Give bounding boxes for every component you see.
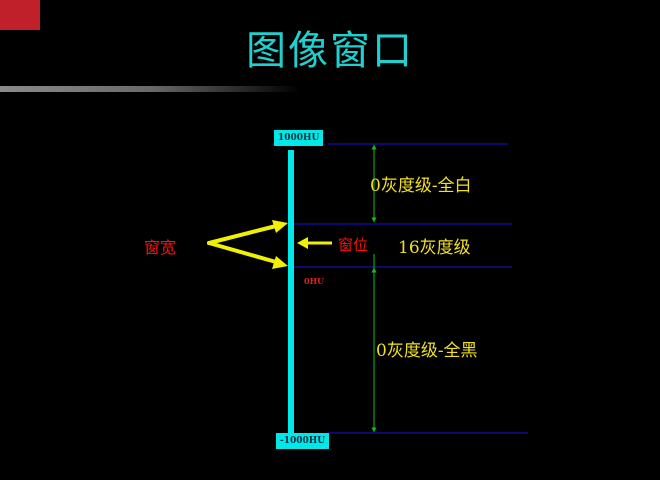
upper-region-label: 0灰度级-全白 — [370, 176, 472, 196]
window-width-arrowhead-lower — [272, 256, 288, 269]
window-width-label: 窗宽 — [144, 238, 177, 257]
window-level-arrowhead — [297, 237, 308, 249]
zero-hu-label: 0HU — [304, 276, 325, 286]
top-hu-label: 1000HU — [274, 130, 324, 146]
corner-accent-block — [0, 0, 40, 30]
window-width-arrow-upper — [207, 224, 278, 245]
hu-scale-bar — [288, 150, 294, 433]
title-divider — [0, 86, 300, 92]
window-width-arrowhead-upper — [272, 220, 288, 233]
page-title: 图像窗口 — [246, 28, 414, 74]
window-level-label: 窗位 — [338, 236, 369, 254]
middle-region-label: 16灰度级 — [398, 238, 471, 258]
window-width-arrow-lower — [207, 241, 278, 264]
bottom-hu-label: -1000HU — [276, 433, 330, 449]
lower-region-label: 0灰度级-全黑 — [376, 341, 478, 361]
